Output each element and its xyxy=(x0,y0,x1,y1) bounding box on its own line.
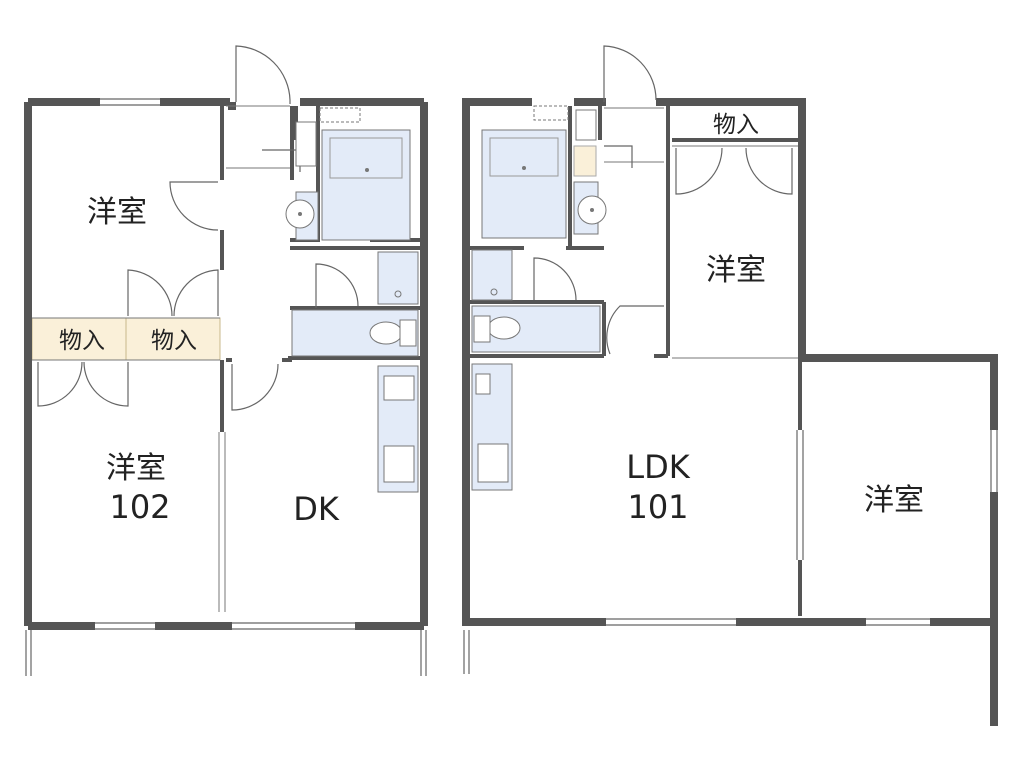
unit-102-fixtures xyxy=(285,107,419,493)
unit-102: 洋室 物入 物入 洋室 102 DK xyxy=(24,45,428,676)
unit-number-101: 101 xyxy=(627,488,688,526)
unit-102-doors xyxy=(37,45,359,411)
unit-101-wall-details xyxy=(604,107,798,359)
unit-101-interior-walls xyxy=(470,106,802,616)
toilet xyxy=(487,316,521,340)
room-label-ldk: LDK xyxy=(626,448,690,486)
washer-space xyxy=(377,251,419,305)
closet-label-right: 物入 xyxy=(151,328,197,354)
closet-label: 物入 xyxy=(713,112,759,138)
unit-101: 物入 洋室 LDK 101 洋室 xyxy=(462,45,998,726)
washer-space xyxy=(471,249,513,301)
unit-102-wall-details xyxy=(32,105,290,612)
room-label-western-bottom: 洋室 xyxy=(106,451,166,486)
room-label-western-right: 洋室 xyxy=(864,483,924,518)
unit-101-fixtures xyxy=(471,105,607,491)
unit-number-102: 102 xyxy=(109,488,170,526)
room-label-dk: DK xyxy=(293,490,340,528)
bathtub xyxy=(481,129,567,239)
closet-label-left: 物入 xyxy=(59,328,105,354)
storage-fill xyxy=(573,145,597,177)
unit-101-windows xyxy=(463,430,998,674)
toilet xyxy=(369,321,403,345)
bathtub xyxy=(321,129,411,241)
unit-101-walls xyxy=(462,98,998,726)
unit-101-doors xyxy=(533,45,793,355)
room-label-western-top: 洋室 xyxy=(87,195,147,230)
toilet-room xyxy=(471,305,601,353)
unit-102-windows xyxy=(25,98,427,676)
room-label-western-upper: 洋室 xyxy=(706,253,766,288)
